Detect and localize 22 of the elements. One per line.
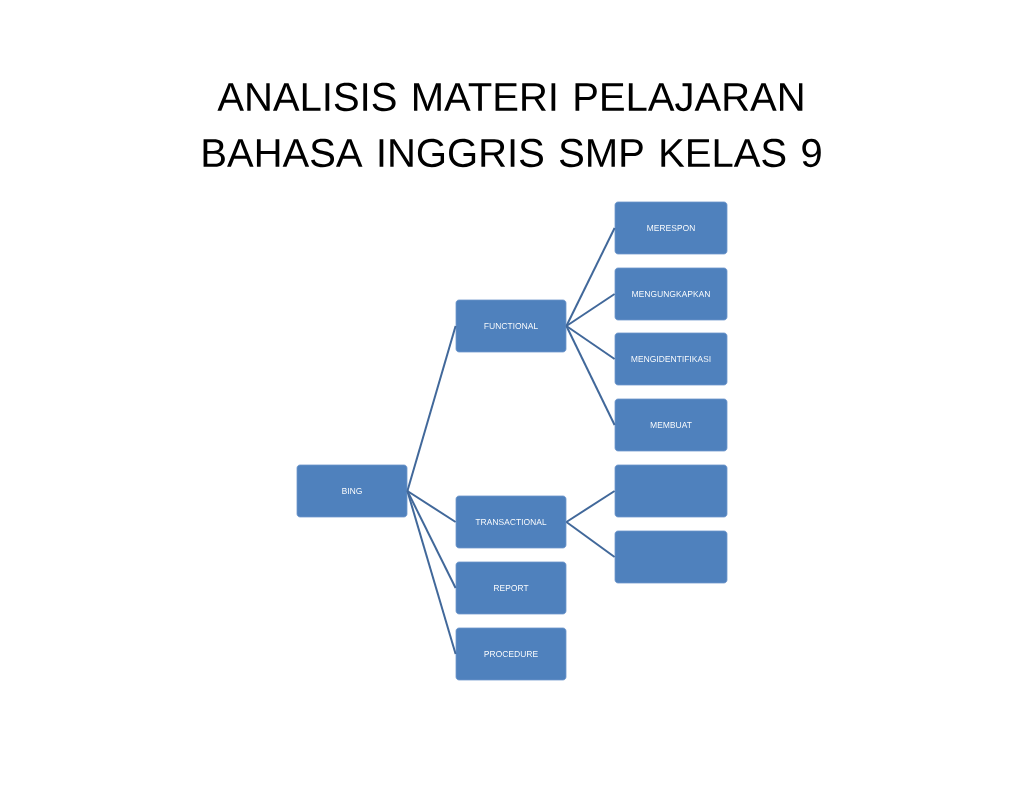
empty-box	[614, 530, 728, 584]
connector-line	[565, 227, 616, 327]
connector-line	[565, 490, 616, 523]
topic-box: FUNCTIONAL	[455, 299, 567, 353]
connector-line	[406, 490, 457, 655]
empty-box	[614, 464, 728, 518]
connector-line	[565, 293, 616, 327]
title: ANALISIS MATERI PELAJARAN BAHASA INGGRIS SMP KELAS 9	[203, 82, 821, 168]
connector-line	[406, 490, 457, 523]
topic-box: BING	[296, 464, 408, 518]
connector-line	[406, 490, 457, 589]
topic-box: MEMBUAT	[614, 398, 728, 452]
topic-box: MENGUNGKAPKAN	[614, 267, 728, 321]
topic-box: REPORT	[455, 561, 567, 615]
topic-box: TRANSACTIONAL	[455, 495, 567, 549]
connector-line	[565, 325, 616, 360]
connector-line	[565, 521, 616, 558]
connector-line	[406, 325, 457, 492]
topic-box: MERESPON	[614, 201, 728, 255]
topic-box: MENGIDENTIFIKASI	[614, 332, 728, 386]
connector-line	[565, 325, 616, 426]
topic-box: PROCEDURE	[455, 627, 567, 681]
